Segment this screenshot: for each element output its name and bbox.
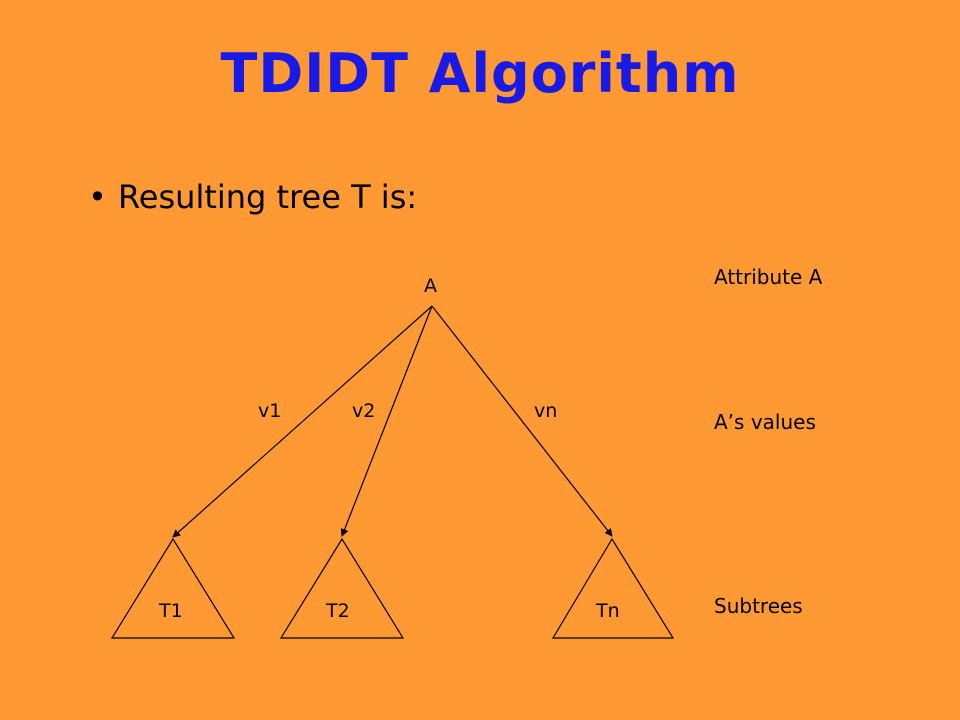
root-label: A: [424, 275, 437, 297]
edge-label-v1: v1: [258, 400, 282, 422]
edge-v2: [340, 305, 433, 537]
legend-attribute: Attribute A: [714, 265, 823, 289]
subtree-triangle-tn: [551, 537, 675, 639]
edge-label-v2: v2: [352, 400, 376, 422]
subtree-label-tn: Tn: [596, 600, 620, 622]
subtree-triangle-t2: [279, 537, 405, 639]
legend-subtrees: Subtrees: [714, 594, 803, 618]
edge-label-vn: vn: [534, 400, 558, 422]
bullet-icon: •: [88, 178, 107, 216]
edge-vn: [431, 305, 613, 537]
edge-v1: [172, 305, 433, 538]
subtree-label-t1: T1: [159, 600, 183, 622]
legend-values: A’s values: [714, 410, 816, 434]
slide-title: TDIDT Algorithm: [220, 42, 740, 105]
bullet-item: • Resulting tree T is:: [88, 178, 417, 216]
subtree-label-t2: T2: [326, 600, 350, 622]
subtree-triangle-t1: [110, 537, 236, 639]
bullet-text: Resulting tree T is:: [118, 178, 418, 216]
